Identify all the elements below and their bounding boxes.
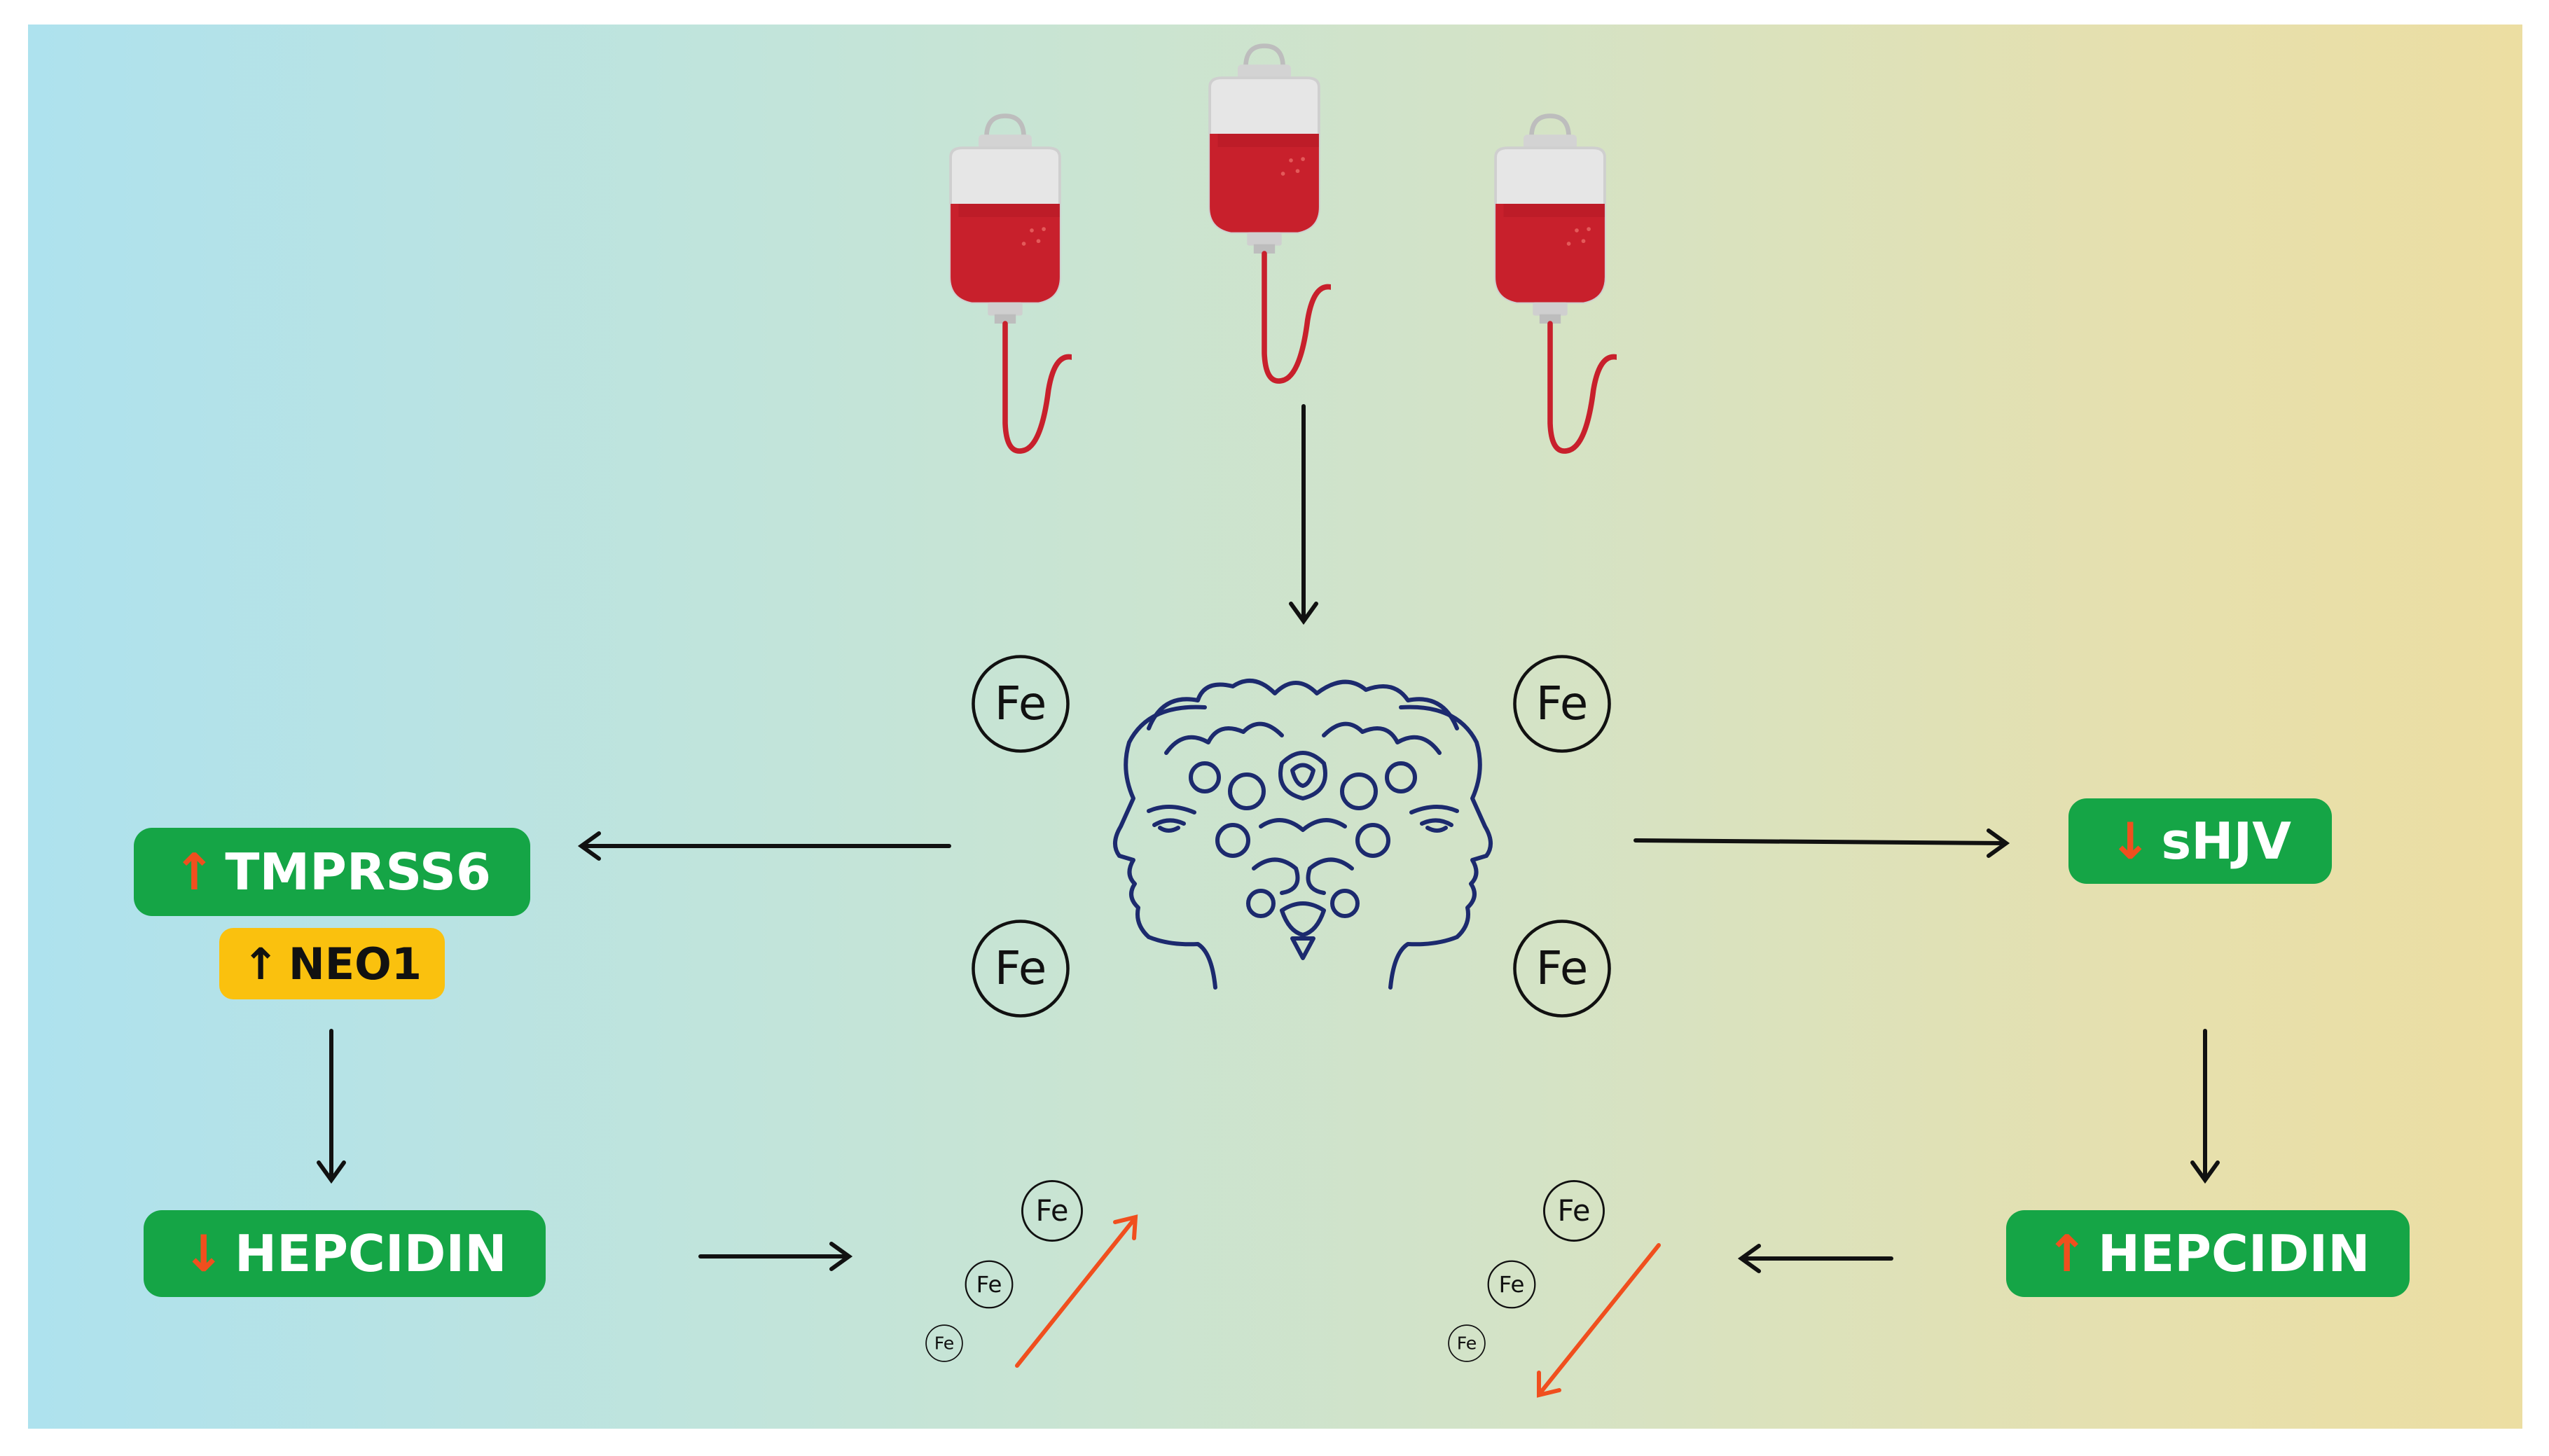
iron-circle-icon — [1543, 1180, 1605, 1242]
iron-circle-icon — [1448, 1324, 1486, 1362]
hepcidin-up-box: ↑ HEPCIDIN — [2006, 1210, 2410, 1297]
decrease-arrow-icon: ↓ — [182, 1224, 225, 1283]
hepcidin-down-box: ↓ HEPCIDIN — [144, 1210, 546, 1297]
arrow-icon — [317, 1029, 346, 1184]
decrease-arrow-icon: ↓ — [2109, 812, 2152, 871]
iron-circle-icon — [973, 921, 1068, 1015]
increase-arrow-icon: ↑ — [242, 938, 279, 990]
janus-head-icon — [1113, 679, 1493, 990]
arrow-icon — [1289, 404, 1318, 625]
tmprss6-box: ↑ TMPRSS6 — [134, 828, 530, 916]
arrow-icon — [698, 1242, 853, 1271]
blood-bag-icon — [951, 116, 1075, 451]
iron-circle-icon — [973, 656, 1068, 751]
neo1-label: NEO1 — [288, 938, 422, 990]
iron-circle-icon — [965, 1260, 1014, 1309]
iron-circle-icon — [1487, 1260, 1536, 1309]
decrease-arrow-icon — [1537, 1243, 1661, 1398]
hepcidin-label: HEPCIDIN — [2097, 1224, 2370, 1283]
shjv-box: ↓ sHJV — [2068, 798, 2332, 884]
blood-bag-icon — [1495, 116, 1620, 451]
iron-circle-icon — [1021, 1180, 1083, 1242]
increase-arrow-icon: ↑ — [2045, 1224, 2088, 1283]
diagram-background — [28, 25, 2522, 1429]
arrow-icon — [2190, 1029, 2220, 1184]
hepcidin-label: HEPCIDIN — [234, 1224, 507, 1283]
tmprss6-label: TMPRSS6 — [225, 843, 491, 901]
shjv-label: sHJV — [2161, 812, 2291, 871]
iron-circle-icon — [1514, 921, 1609, 1015]
arrow-icon — [577, 831, 951, 861]
iron-circle-icon — [1514, 656, 1609, 751]
arrow-icon — [1737, 1244, 1893, 1273]
increase-arrow-icon — [1015, 1214, 1138, 1368]
neo1-box: ↑ NEO1 — [219, 928, 445, 999]
iron-circle-icon — [925, 1324, 963, 1362]
blood-bag-icon — [1210, 46, 1334, 381]
arrow-icon — [1633, 828, 2010, 858]
increase-arrow-icon: ↑ — [173, 843, 216, 901]
